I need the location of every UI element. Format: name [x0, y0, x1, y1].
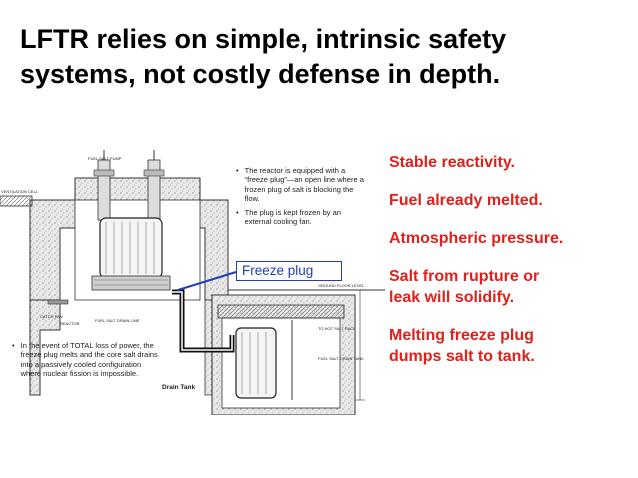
safety-point-line: Salt from rupture or — [389, 268, 540, 285]
safety-point-line: Fuel already melted. — [389, 192, 543, 209]
safety-point: Melting freeze plug dumps salt to tank. — [389, 325, 634, 367]
diagram-notes-right: • The reactor is equipped with a “freeze… — [236, 166, 366, 230]
drain-tank — [235, 320, 293, 400]
reactor-diagram: FUEL SALT PUMP VENTILATION CELL CATCH PA… — [0, 150, 385, 415]
label-fuel-salt-drain: FUEL SALT DRAIN LINE — [95, 318, 140, 323]
note-text: In the event of TOTAL loss of power, the… — [20, 341, 158, 379]
note-item: • The reactor is equipped with a “freeze… — [236, 166, 366, 204]
safety-points: Stable reactivity. Fuel already melted. … — [389, 152, 634, 384]
label-hot-salt-rack: TO HOT SALT RACK — [318, 326, 356, 331]
catch-pan — [47, 299, 69, 305]
safety-point: Atmospheric pressure. — [389, 228, 634, 249]
reactor-vessel — [91, 217, 171, 291]
title-line-1: LFTR relies on simple, intrinsic safety — [20, 24, 507, 54]
note-text: The plug is kept frozen by an external c… — [244, 207, 341, 227]
safety-point-line: Atmospheric pressure. — [389, 230, 564, 247]
freeze-plug-pointer — [177, 271, 237, 291]
safety-point: Stable reactivity. — [389, 152, 634, 173]
safety-point-line: leak will solidify. — [389, 289, 515, 306]
freeze-plug-label: Freeze plug — [236, 261, 342, 281]
label-ventilation: VENTILATION CELL — [1, 189, 39, 194]
label-fuel-salt-pump: FUEL SALT PUMP — [88, 156, 122, 161]
safety-point: Salt from rupture or leak will solidify. — [389, 266, 634, 308]
bullet-dot: • — [12, 341, 15, 350]
label-ground-floor: GROUND FLOOR LEVEL — [318, 283, 365, 288]
fuel-salt-pump — [93, 150, 165, 221]
bullet-dot: • — [236, 166, 239, 175]
label-drain-tank-small: FUEL SALT DRAIN TANK — [318, 356, 364, 361]
ventilation-duct — [0, 195, 33, 207]
note-text: The reactor is equipped with a “freeze p… — [244, 166, 364, 204]
label-reactor: REACTOR — [60, 321, 80, 326]
label-catch-pan: CATCH PAN — [40, 314, 63, 319]
slide-title: LFTR relies on simple, intrinsic safety … — [20, 22, 620, 92]
diagram-note-left: • In the event of TOTAL loss of power, t… — [12, 341, 162, 379]
safety-point-line: dumps salt to tank. — [389, 348, 535, 365]
title-line-2: systems, not costly defense in depth. — [20, 59, 501, 89]
bullet-dot: • — [236, 207, 239, 217]
note-item: • The plug is kept frozen by an external… — [236, 208, 366, 227]
safety-point: Fuel already melted. — [389, 190, 634, 211]
safety-point-line: Stable reactivity. — [389, 154, 515, 171]
safety-point-line: Melting freeze plug — [389, 327, 534, 344]
drain-tank-label: Drain Tank — [162, 384, 196, 391]
